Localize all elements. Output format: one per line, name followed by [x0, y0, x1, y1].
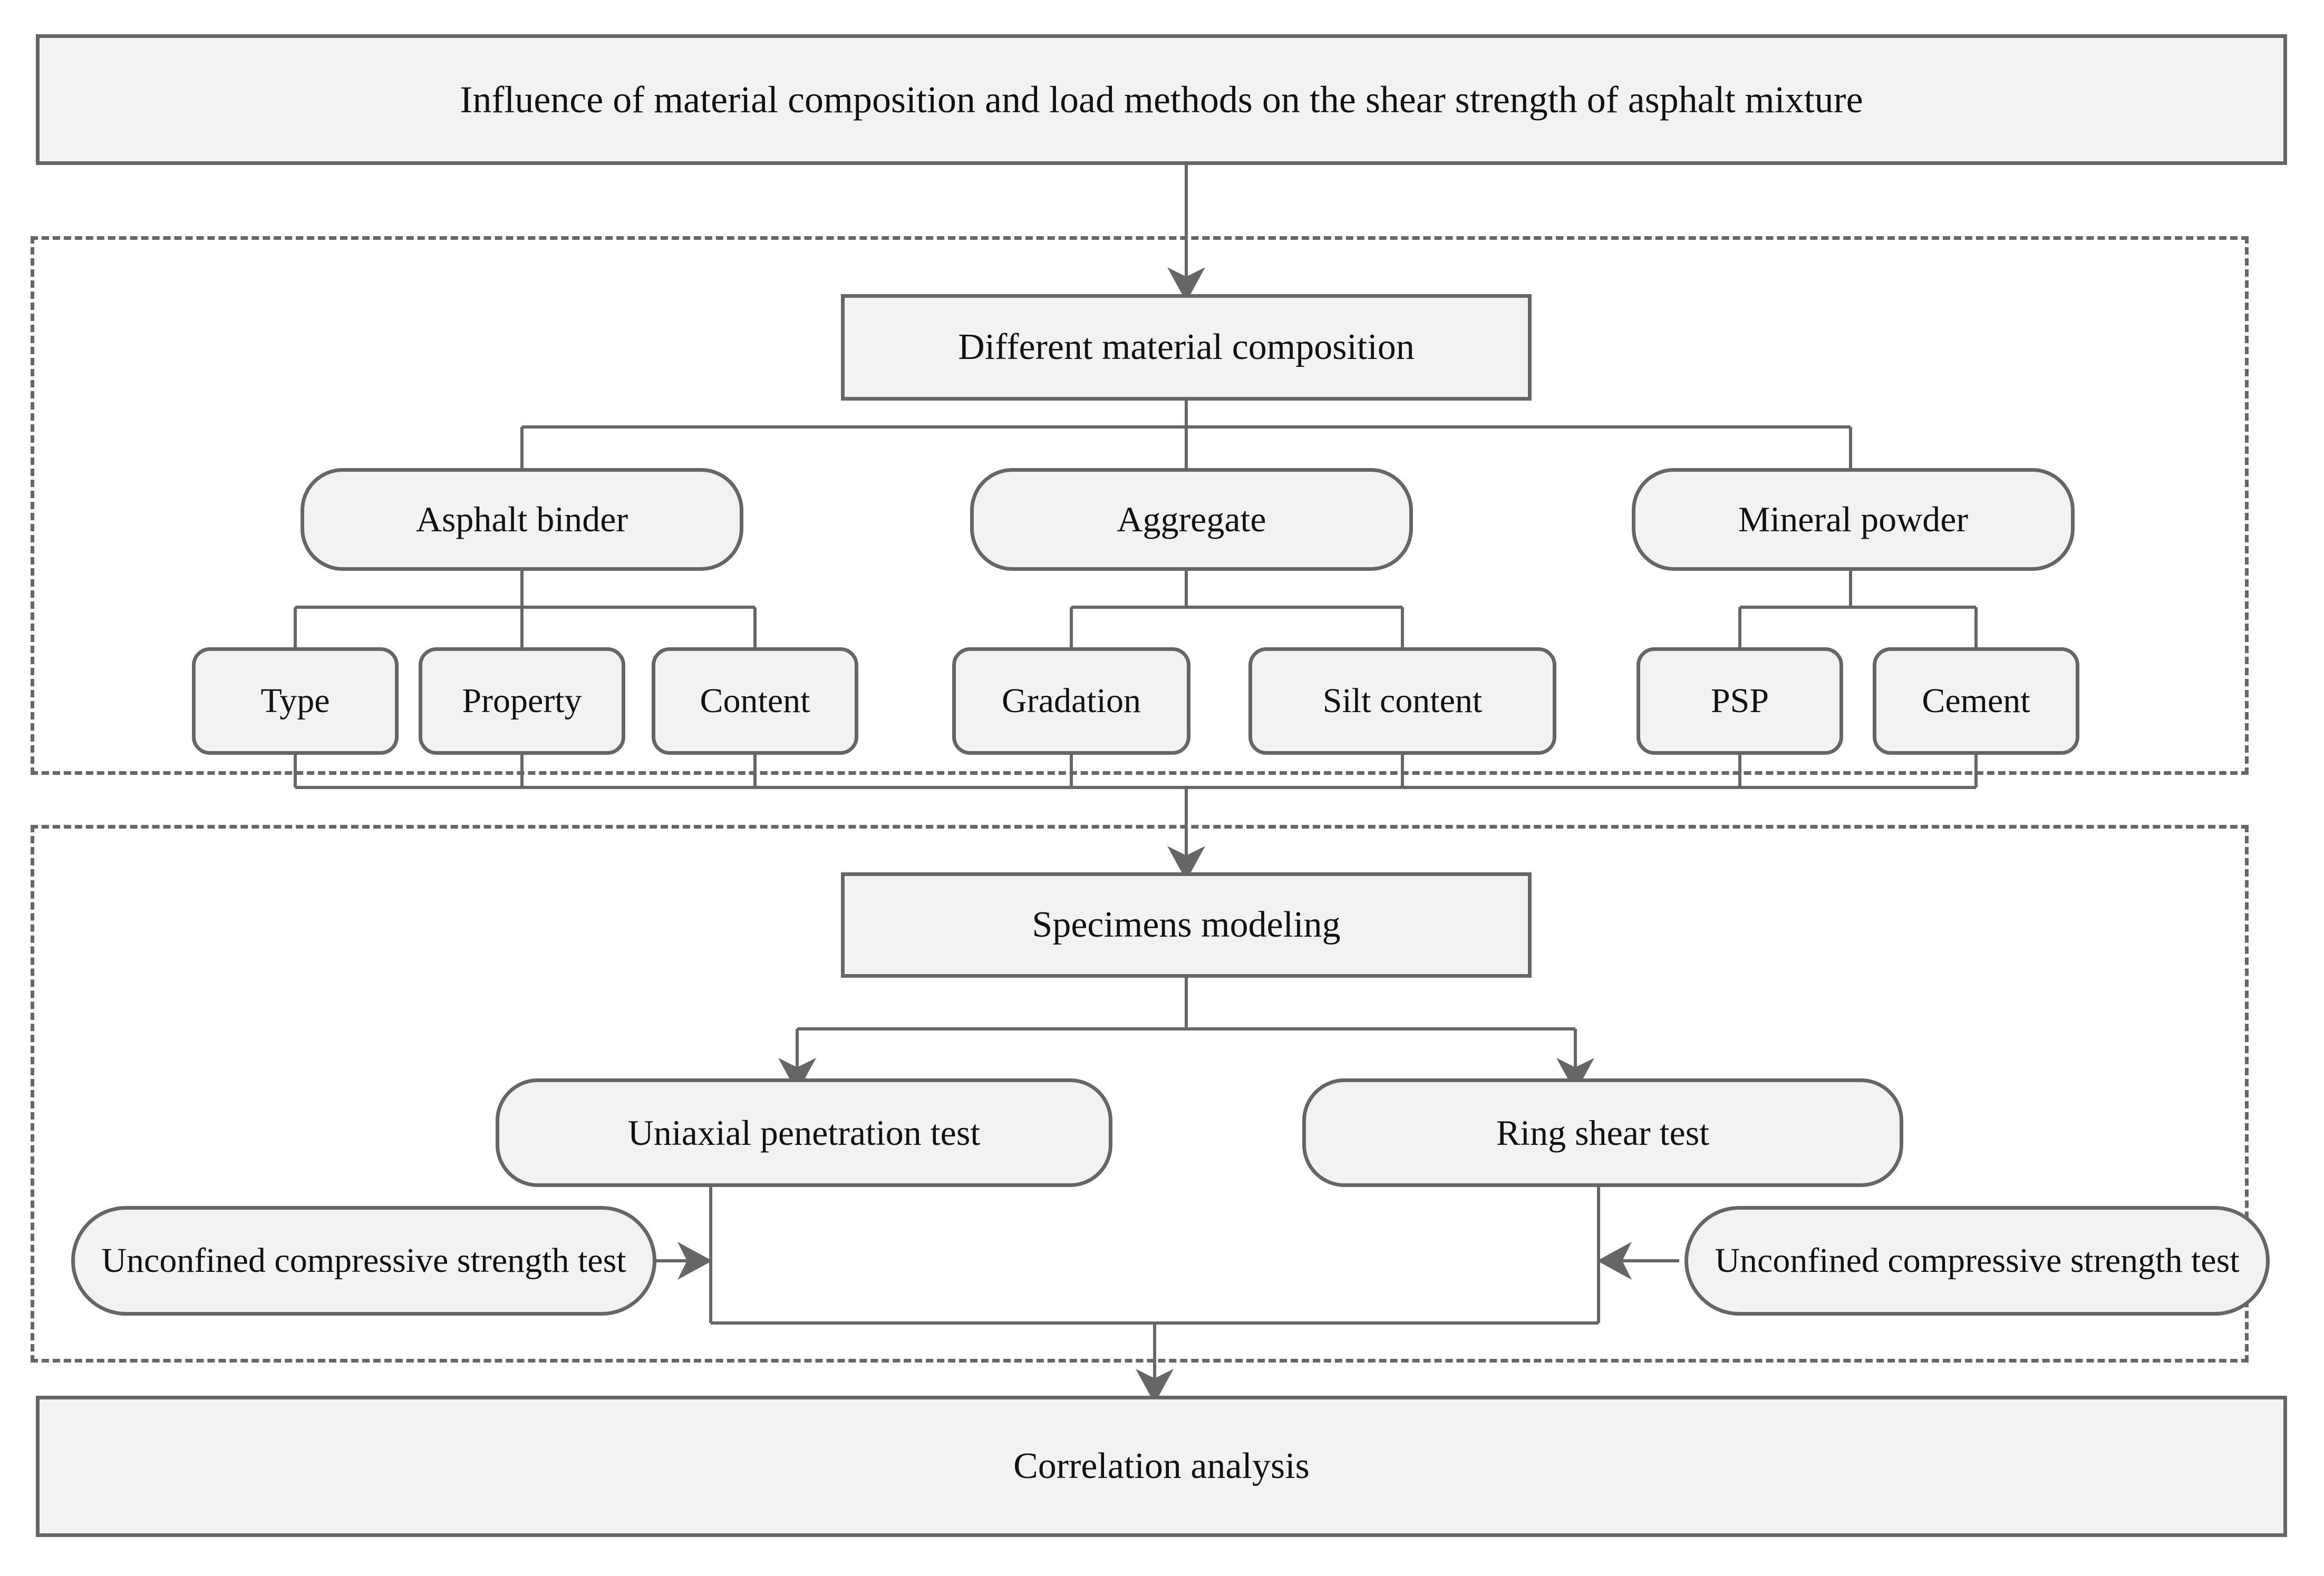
node-property-label: Property [462, 682, 582, 721]
node-specimens-modeling[interactable]: Specimens modeling [841, 872, 1532, 978]
node-unconfined-compressive-strength-test-right[interactable]: Unconfined compressive strength test [1684, 1206, 2270, 1316]
node-type-label: Type [260, 682, 330, 721]
node-unconfined-compressive-strength-test-left-label: Unconfined compressive strength test [101, 1241, 626, 1280]
node-study-title[interactable]: Influence of material composition and lo… [36, 34, 2287, 165]
node-cement[interactable]: Cement [1873, 647, 2079, 755]
node-ring-shear-test-label: Ring shear test [1496, 1112, 1710, 1153]
node-correlation-analysis-label: Correlation analysis [1013, 1445, 1310, 1486]
node-different-material-composition-label: Different material composition [958, 326, 1415, 367]
node-asphalt-binder[interactable]: Asphalt binder [301, 468, 743, 571]
node-aggregate[interactable]: Aggregate [970, 468, 1413, 571]
dashed-group-test-methods [31, 825, 2249, 1363]
node-type[interactable]: Type [192, 647, 399, 755]
node-study-title-label: Influence of material composition and lo… [460, 78, 1863, 121]
node-unconfined-compressive-strength-test-left[interactable]: Unconfined compressive strength test [71, 1206, 656, 1316]
node-aggregate-label: Aggregate [1117, 499, 1266, 540]
node-content-label: Content [700, 682, 810, 721]
node-different-material-composition[interactable]: Different material composition [841, 294, 1532, 401]
node-mineral-powder-label: Mineral powder [1738, 499, 1969, 540]
node-specimens-modeling-label: Specimens modeling [1032, 904, 1341, 945]
dashed-group-material-composition [31, 236, 2249, 775]
node-uniaxial-penetration-test[interactable]: Uniaxial penetration test [496, 1078, 1112, 1187]
node-psp-label: PSP [1710, 682, 1769, 721]
node-correlation-analysis[interactable]: Correlation analysis [36, 1396, 2287, 1537]
node-gradation-label: Gradation [1002, 682, 1141, 721]
node-content[interactable]: Content [652, 647, 858, 755]
node-gradation[interactable]: Gradation [952, 647, 1190, 755]
node-ring-shear-test[interactable]: Ring shear test [1302, 1078, 1903, 1187]
node-cement-label: Cement [1922, 682, 2030, 721]
node-property[interactable]: Property [419, 647, 625, 755]
node-asphalt-binder-label: Asphalt binder [415, 499, 628, 540]
node-psp[interactable]: PSP [1637, 647, 1843, 755]
node-silt-content-label: Silt content [1322, 682, 1483, 721]
node-mineral-powder[interactable]: Mineral powder [1632, 468, 2075, 571]
node-unconfined-compressive-strength-test-right-label: Unconfined compressive strength test [1715, 1241, 2240, 1280]
node-uniaxial-penetration-test-label: Uniaxial penetration test [627, 1112, 981, 1153]
node-silt-content[interactable]: Silt content [1248, 647, 1556, 755]
